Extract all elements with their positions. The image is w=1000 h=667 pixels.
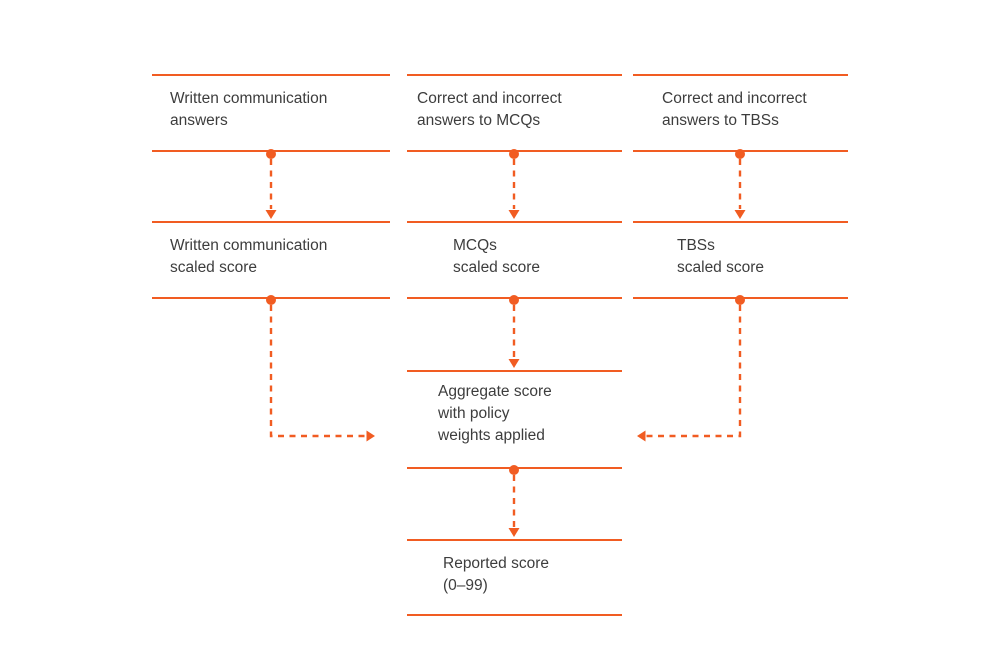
node-label: Written communication answers xyxy=(170,90,328,129)
arrow-mcq-scaled-to-aggregate xyxy=(508,295,520,368)
node-reported-score: Reported score (0–99) xyxy=(407,539,622,616)
node-tbs-answers: Correct and incorrect answers to TBSs xyxy=(633,74,848,152)
node-mcq-answers: Correct and incorrect answers to MCQs xyxy=(407,74,622,152)
node-label: Reported score (0–99) xyxy=(443,555,549,594)
node-label: TBSs scaled score xyxy=(677,237,765,276)
node-label: Aggregate score with policy weights appl… xyxy=(438,383,552,444)
node-written-communication-answers: Written communication answers xyxy=(152,74,390,152)
arrow-wc-answers-to-scaled xyxy=(265,149,277,219)
arrow-aggregate-to-reported xyxy=(508,465,520,537)
node-label: Correct and incorrect answers to MCQs xyxy=(417,90,562,129)
arrow-mcq-answers-to-scaled xyxy=(508,149,520,219)
node-label: Written communication scaled score xyxy=(170,237,328,276)
node-label: MCQs scaled score xyxy=(453,237,541,276)
node-aggregate-score: Aggregate score with policy weights appl… xyxy=(407,370,622,469)
arrow-wc-scaled-to-aggregate xyxy=(266,295,375,442)
node-mcq-scaled-score: MCQs scaled score xyxy=(407,221,622,299)
node-label: Correct and incorrect answers to TBSs xyxy=(662,90,807,129)
node-tbs-scaled-score: TBSs scaled score xyxy=(633,221,848,299)
node-written-communication-scaled-score: Written communication scaled score xyxy=(152,221,390,299)
arrow-tbs-answers-to-scaled xyxy=(734,149,746,219)
arrow-tbs-scaled-to-aggregate xyxy=(637,295,745,442)
